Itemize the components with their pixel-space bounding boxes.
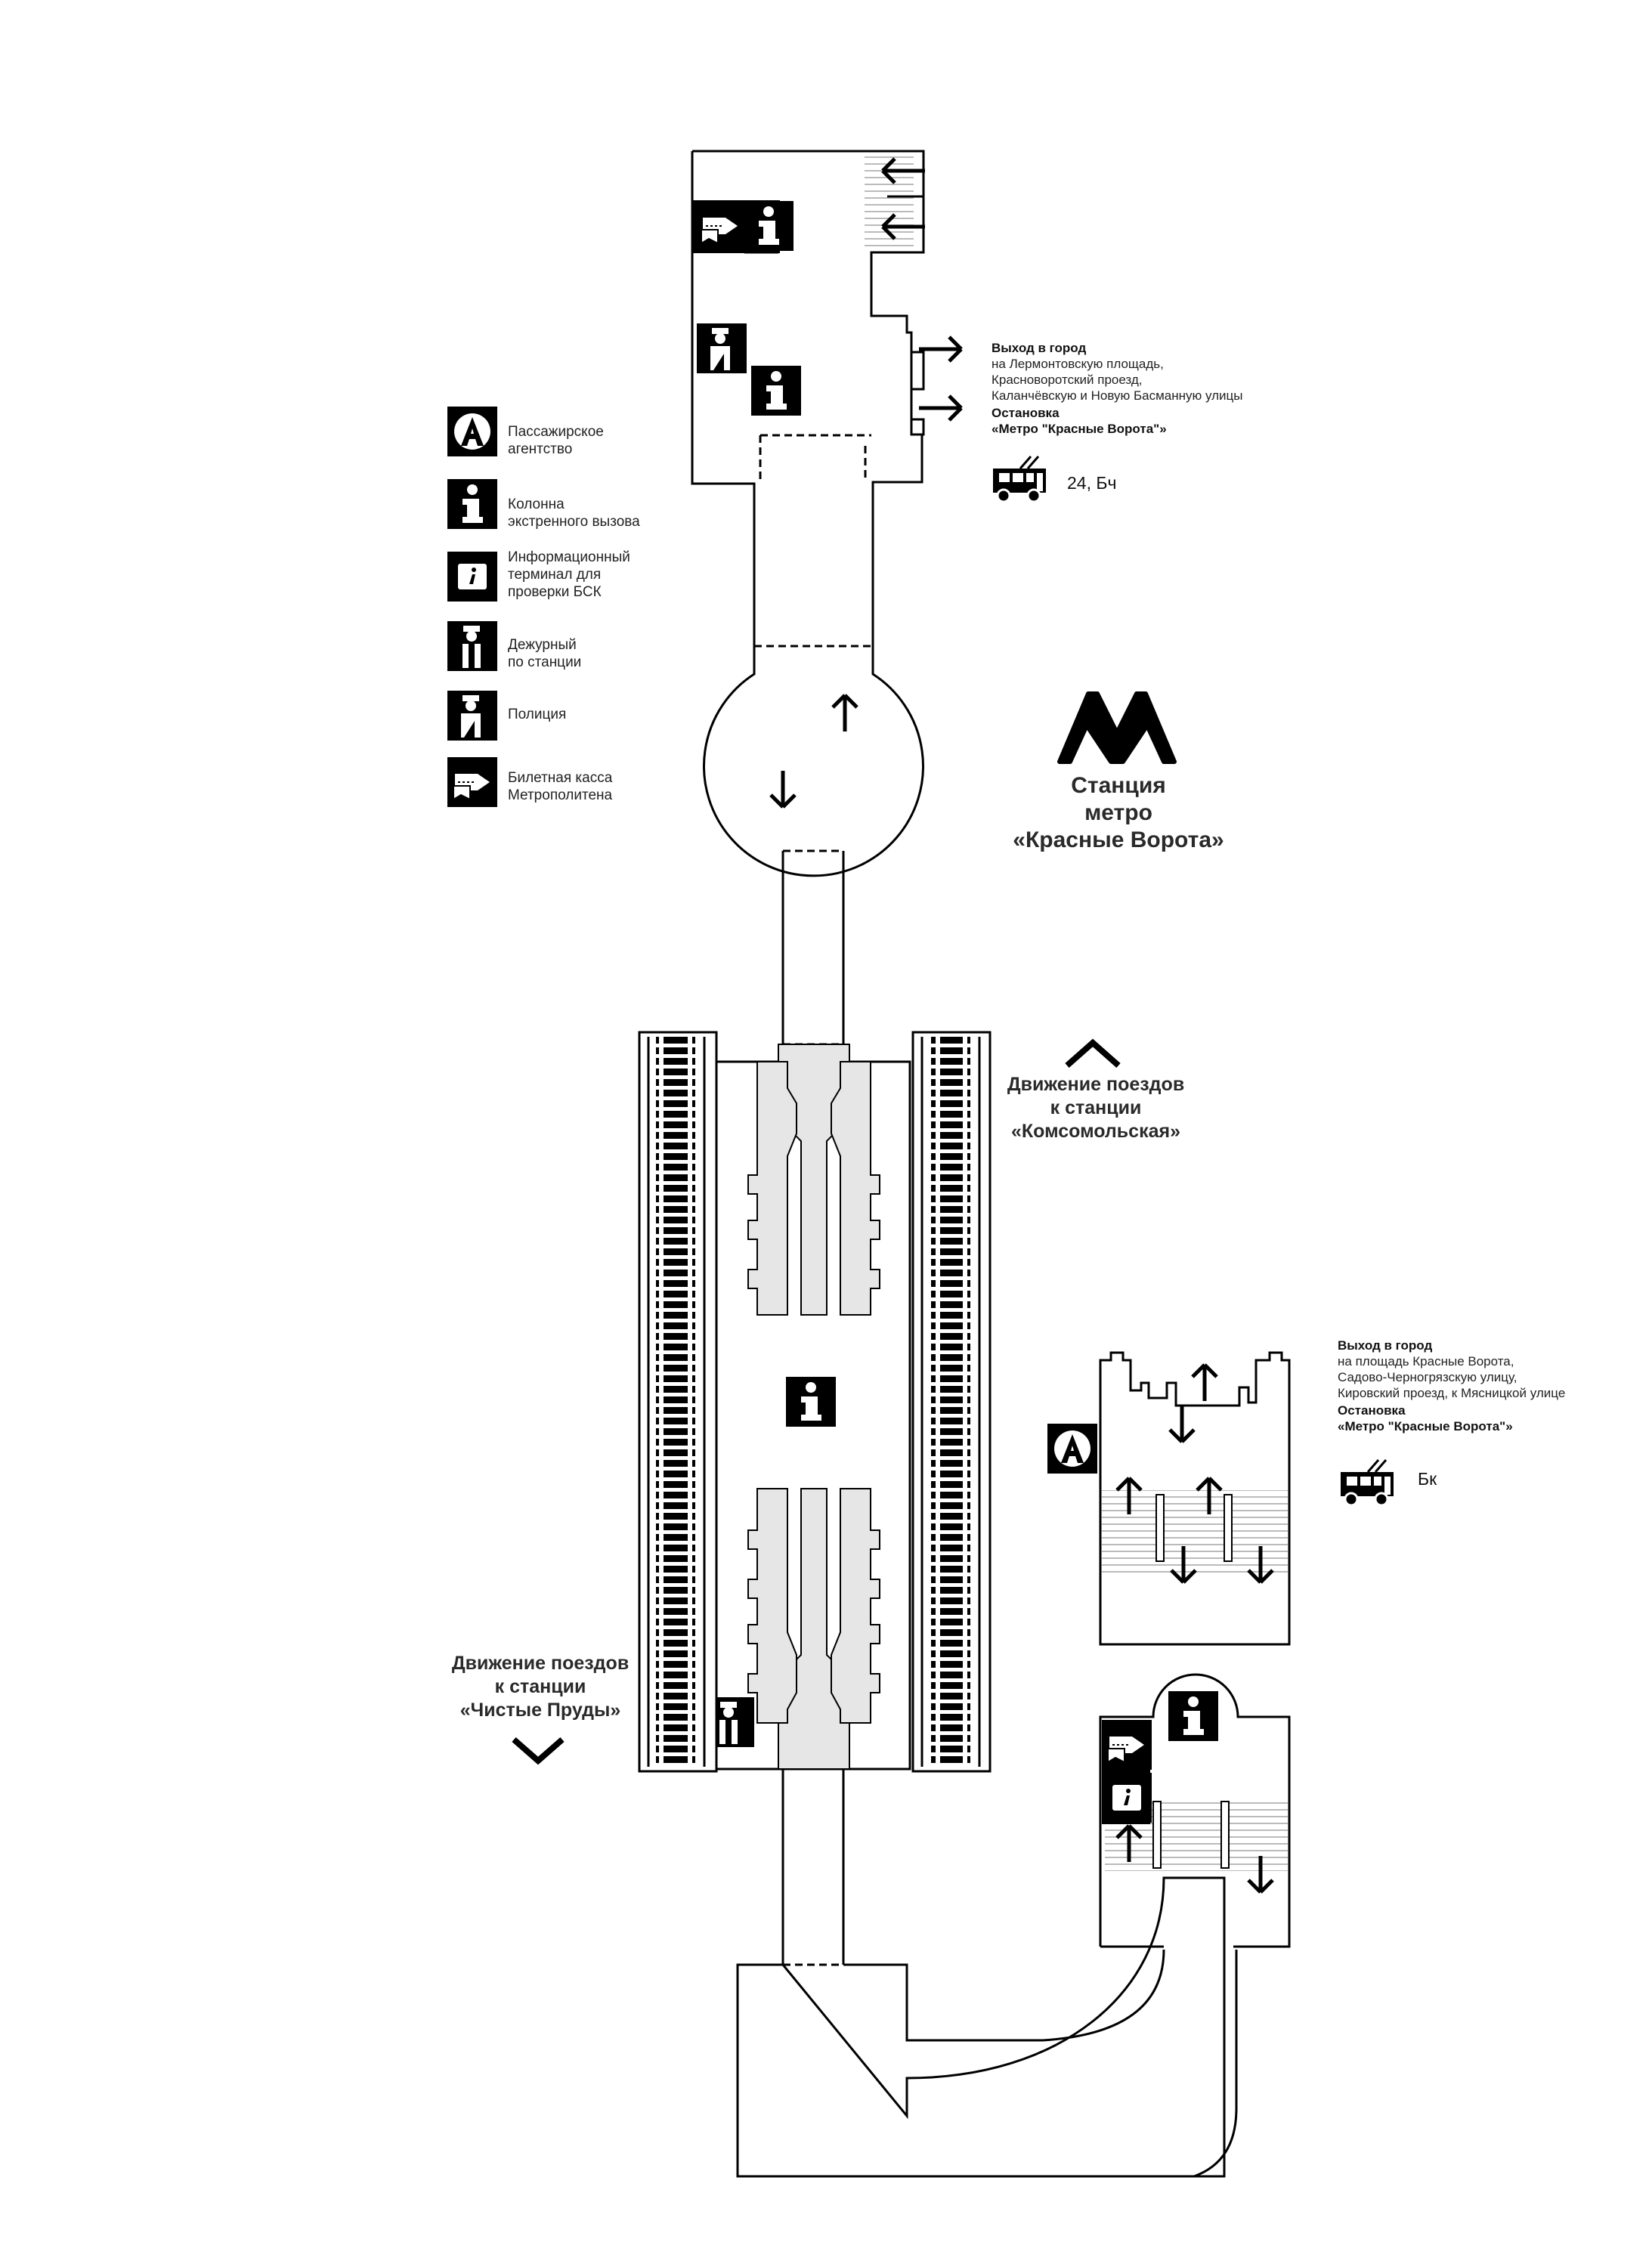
- legend-label-agency: Пассажирское агентство: [508, 424, 604, 457]
- passenger-agency-icon-south: [1047, 1424, 1097, 1474]
- escalator-to-platform: [781, 849, 845, 1046]
- police-icon-north: [697, 323, 747, 373]
- exit-north-stop-name: «Метро "Красные Ворота"»: [992, 422, 1167, 436]
- legend-label-police: Полиция: [508, 707, 567, 722]
- arrow-up-south-exit: [1193, 1365, 1217, 1401]
- south-passage-walls: [736, 1949, 1238, 2178]
- legend-label-ticket-office: Билетная касса Метрополитена: [508, 770, 613, 803]
- station-name: Станция метро «Красные Ворота»: [1013, 773, 1224, 852]
- track-west: [638, 1031, 718, 1773]
- platform-benches-top: [747, 1061, 880, 1316]
- exit-north-stop-title: Остановка: [992, 406, 1060, 420]
- arrow-out-2: [919, 396, 961, 420]
- south-vestibule-upper: [1099, 1351, 1291, 1646]
- exit-south-title: Выход в город: [1338, 1338, 1433, 1353]
- emergency-call-icon-north: [751, 366, 801, 416]
- legend-police-icon: [447, 691, 497, 741]
- emergency-call-icon-south: [1168, 1691, 1218, 1741]
- chevron-up-icon: [1065, 1038, 1121, 1068]
- legend-passenger-agency-icon: [447, 407, 497, 456]
- legend-icons: [447, 407, 498, 808]
- legend-info-terminal-icon: [447, 552, 497, 602]
- direction-south-label: Движение поездов к станции «Чистые Пруды…: [451, 1653, 630, 1721]
- south-corridor: [736, 1769, 1226, 2178]
- arrow-up-hall: [833, 695, 857, 731]
- bus-icon-north: [992, 455, 1047, 503]
- exit-south-stop-name: «Метро "Красные Ворота"»: [1338, 1419, 1513, 1433]
- ticket-office-icon-south: [1101, 1719, 1152, 1771]
- track-east: [911, 1031, 992, 1773]
- emergency-call-icon-platform: [786, 1377, 836, 1427]
- metro-m-logo: [1057, 691, 1177, 764]
- arrow-out-1: [919, 337, 961, 361]
- arrow-down-south-exit: [1170, 1406, 1194, 1442]
- south-vestibule-lower-box: [1101, 1719, 1152, 1824]
- north-escalator-corridor: [753, 484, 873, 648]
- info-terminal-icon-south: [1102, 1773, 1152, 1823]
- exit-north-title: Выход в город: [992, 341, 1087, 355]
- direction-north-label: Движение поездов к станции «Комсомольска…: [1007, 1074, 1185, 1142]
- bus-icon-south: [1339, 1458, 1395, 1507]
- legend-label-terminal: Информационный терминал для проверки БСК: [508, 549, 630, 600]
- exit-south-block: Выход в город на площадь Красные Ворота,…: [1338, 1338, 1640, 1434]
- platform: [704, 1044, 911, 1771]
- chevron-down-icon: [512, 1737, 565, 1765]
- exit-south-stop-title: Остановка: [1338, 1403, 1406, 1418]
- legend-station-attendant-icon: [447, 621, 497, 671]
- platform-benches-bottom: [747, 1488, 880, 1724]
- legend-label-attendant: Дежурный по станции: [508, 637, 582, 670]
- south-passage: [738, 1950, 1239, 2176]
- legend-ticket-office-icon: [447, 756, 498, 808]
- exit-north-text: на Лермонтовскую площадь, Красноворотски…: [992, 357, 1243, 403]
- exit-north-block: Выход в город на Лермонтовскую площадь, …: [992, 340, 1309, 437]
- north-vestibule-box: [692, 200, 794, 253]
- legend-label-emergency: Колонна экстренного вызова: [508, 496, 640, 530]
- exit-south-routes: Бк: [1418, 1469, 1437, 1489]
- exit-south-text: на площадь Красные Ворота, Садово-Черног…: [1338, 1354, 1566, 1400]
- arrow-down-hall: [771, 771, 795, 807]
- round-hall: [703, 646, 924, 877]
- legend-emergency-call-icon: [447, 479, 497, 529]
- exit-north-routes: 24, Бч: [1067, 473, 1117, 493]
